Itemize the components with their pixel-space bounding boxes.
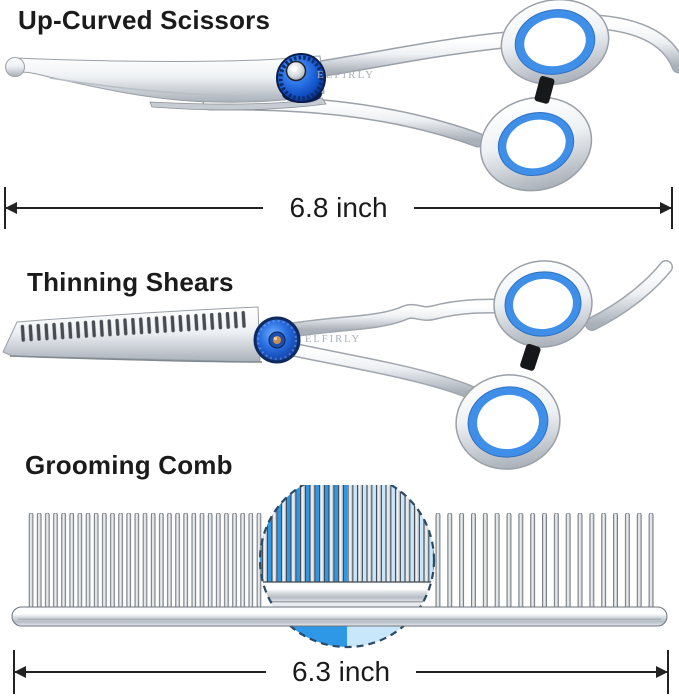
tension-knob <box>276 53 326 103</box>
upper-finger-ring <box>493 260 593 348</box>
comb-dimension: 6.3 inch <box>13 650 670 694</box>
lower-finger-ring <box>479 96 593 192</box>
brand-engraving: ELFIRLY <box>305 334 361 345</box>
safety-ball-tip <box>5 57 25 77</box>
thinning-teeth-row <box>18 310 249 343</box>
magnifier-dashed-border <box>258 485 436 649</box>
grooming-comb-title: Grooming Comb <box>25 450 233 480</box>
dimension-tick-right <box>667 650 670 694</box>
comb-length-label: 6.3 inch <box>291 656 391 687</box>
thinning-shears-image: ELFIRLY <box>2 260 673 470</box>
dimension-arrow-left <box>4 202 264 214</box>
up-curved-scissors-image: ELFIRLY <box>5 0 679 192</box>
scissors-dimension: 6.8 inch <box>4 187 674 229</box>
dimension-arrow-right <box>416 666 668 678</box>
dimension-tick-left <box>13 650 15 694</box>
scissors-length-label: 6.8 inch <box>289 192 388 223</box>
curved-blade <box>5 55 327 111</box>
thinning-blade <box>2 306 263 363</box>
brand-engraving: ELFIRLY <box>317 69 375 81</box>
dimension-arrow-left <box>14 666 266 678</box>
dimension-tick-right <box>671 187 674 229</box>
upper-finger-ring <box>500 0 610 86</box>
upper-shank <box>284 298 510 338</box>
rubber-stopper <box>534 76 555 104</box>
finger-rest-tang-icon <box>590 14 679 74</box>
comb-spine <box>11 606 668 627</box>
thinning-shears-title: Thinning Shears <box>27 267 234 297</box>
finger-rest-tang-icon <box>585 260 673 331</box>
grooming-comb-image <box>11 485 668 649</box>
rubber-stopper <box>520 343 541 371</box>
comb-teeth-wide <box>432 513 658 610</box>
lower-blade-sliver <box>149 97 327 111</box>
dimension-arrow-right <box>413 202 673 214</box>
magnified-spine <box>260 581 434 603</box>
up-curved-scissors-title: Up-Curved Scissors <box>18 5 271 35</box>
upper-shank <box>291 31 514 81</box>
lower-finger-ring <box>455 374 561 470</box>
comb-teeth-fine <box>27 513 264 610</box>
lower-shank <box>202 95 486 148</box>
lower-shank <box>279 341 477 399</box>
pivot-screw <box>253 316 301 364</box>
magnified-teeth <box>260 485 434 583</box>
